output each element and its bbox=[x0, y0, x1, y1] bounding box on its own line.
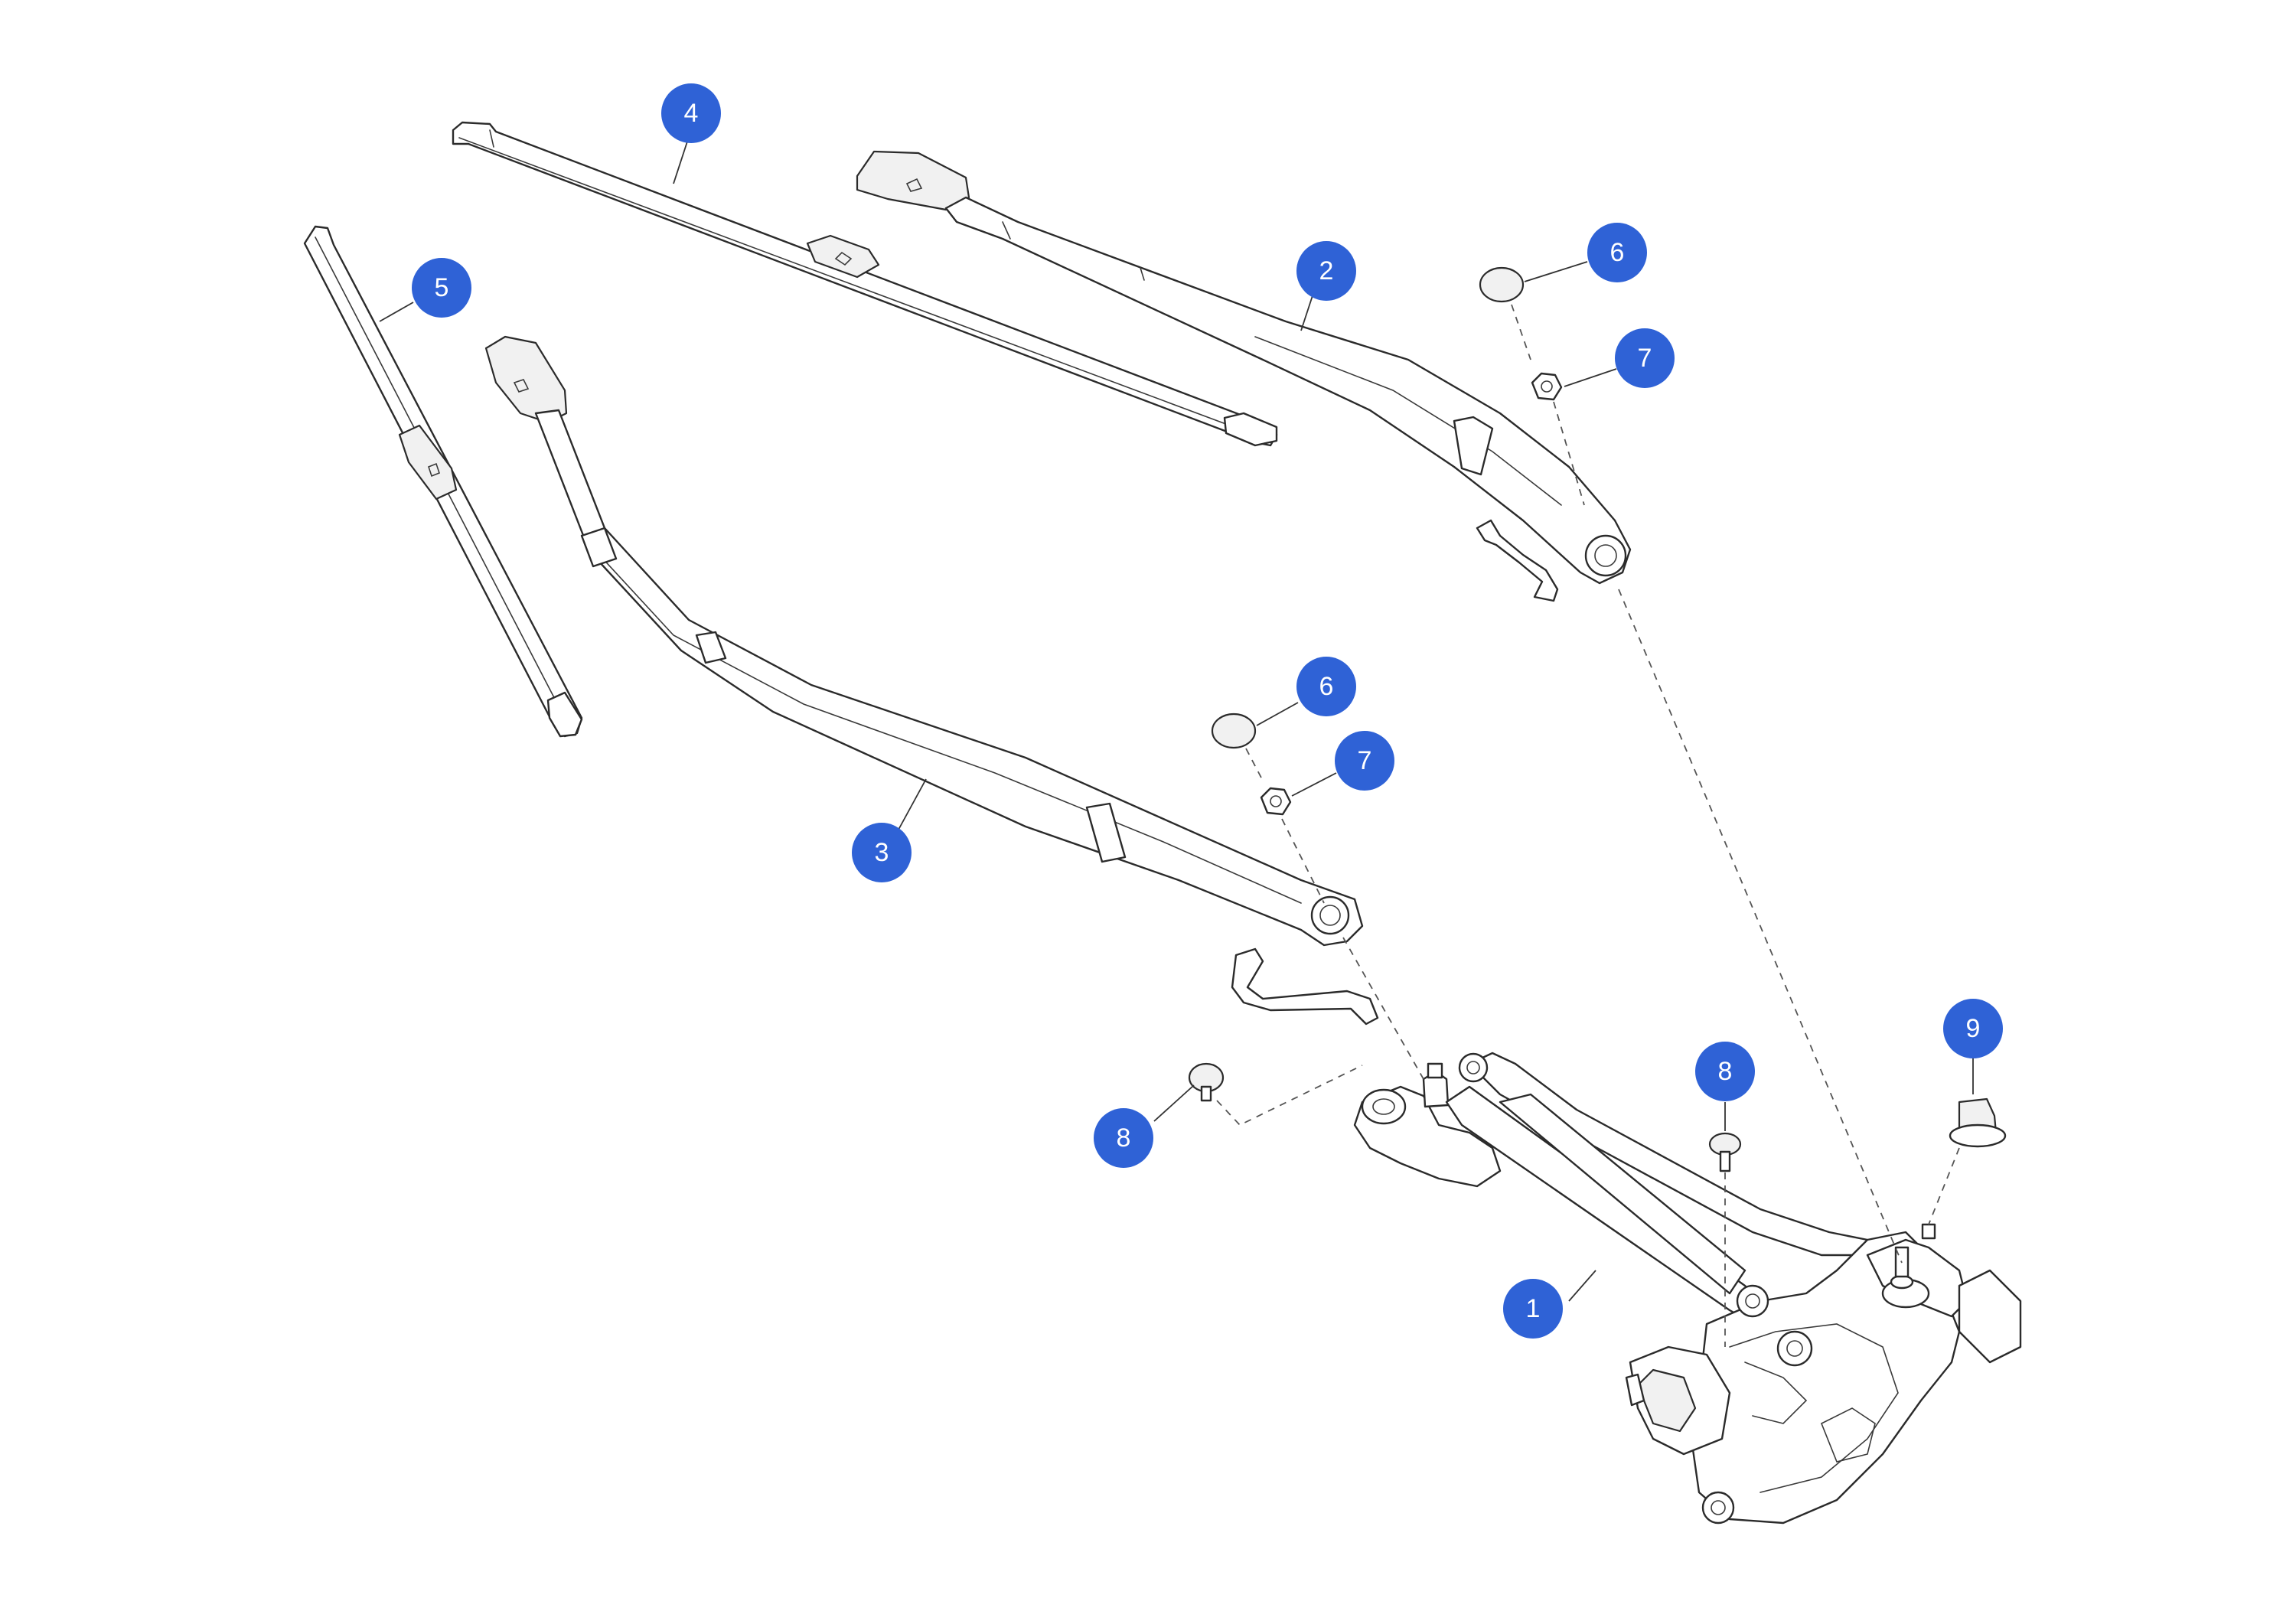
bolt-right bbox=[1708, 1132, 1742, 1172]
callout-circle-3 bbox=[852, 823, 912, 882]
wiper-blade-upper bbox=[452, 121, 1278, 447]
callout-number-5: 5 bbox=[435, 273, 449, 302]
leader-line-4 bbox=[673, 141, 688, 184]
callout-8a: 8 bbox=[1094, 1108, 1153, 1168]
callout-number-7a: 7 bbox=[1638, 344, 1652, 373]
callout-circle-2 bbox=[1296, 241, 1356, 301]
leader-line-6b bbox=[1256, 702, 1299, 726]
callout-circle-9 bbox=[1943, 999, 2003, 1058]
leader-line-3 bbox=[893, 778, 927, 839]
callout-number-8a: 8 bbox=[1117, 1123, 1131, 1153]
callout-circle-8a bbox=[1094, 1108, 1153, 1168]
callout-badges: 1 2 3 4 5 6 6 7 7 8 8 9 bbox=[412, 83, 2003, 1339]
callout-6b: 6 bbox=[1296, 657, 1356, 716]
wiper-linkage-motor bbox=[1353, 1052, 2022, 1525]
callout-number-3: 3 bbox=[875, 838, 889, 867]
callout-6a: 6 bbox=[1587, 223, 1647, 282]
wiper-arm-upper bbox=[856, 150, 1632, 602]
callout-2: 2 bbox=[1296, 241, 1356, 301]
callout-number-6b: 6 bbox=[1319, 672, 1334, 701]
callout-7a: 7 bbox=[1615, 328, 1675, 388]
callout-circle-4 bbox=[661, 83, 721, 143]
callout-7b: 7 bbox=[1335, 731, 1394, 791]
callout-number-6a: 6 bbox=[1610, 238, 1625, 267]
callout-number-2: 2 bbox=[1319, 256, 1334, 285]
leader-line-6a bbox=[1524, 261, 1588, 282]
leader-line-5 bbox=[379, 302, 414, 322]
callout-number-7b: 7 bbox=[1358, 746, 1372, 775]
nut-lower bbox=[1260, 787, 1292, 816]
callout-4: 4 bbox=[661, 83, 721, 143]
callout-number-4: 4 bbox=[684, 99, 699, 128]
callout-circle-5 bbox=[412, 258, 471, 318]
leader-line-8a bbox=[1153, 1084, 1195, 1122]
callout-circle-6a bbox=[1587, 223, 1647, 282]
nut-upper bbox=[1531, 372, 1563, 401]
callout-number-9: 9 bbox=[1966, 1014, 1981, 1043]
callout-circle-7a bbox=[1615, 328, 1675, 388]
bolt-left bbox=[1188, 1062, 1225, 1102]
grommet bbox=[1949, 1097, 2007, 1148]
cap-lower bbox=[1211, 713, 1257, 749]
callout-number-8b: 8 bbox=[1718, 1057, 1733, 1086]
leader-line-1 bbox=[1568, 1270, 1596, 1302]
assembly-line-grommet bbox=[1928, 1147, 1960, 1225]
callout-circle-7b bbox=[1335, 731, 1394, 791]
leader-line-7a bbox=[1564, 368, 1617, 387]
callout-number-1: 1 bbox=[1526, 1294, 1541, 1323]
leader-line-7b bbox=[1291, 772, 1337, 797]
callout-3: 3 bbox=[852, 823, 912, 882]
callout-1: 1 bbox=[1503, 1279, 1563, 1339]
assembly-line-left-bolt bbox=[1216, 1065, 1363, 1127]
callout-circle-1 bbox=[1503, 1279, 1563, 1339]
callout-5: 5 bbox=[412, 258, 471, 318]
callout-8b: 8 bbox=[1695, 1042, 1755, 1101]
cap-upper bbox=[1479, 266, 1525, 303]
wiper-arm-lower bbox=[484, 335, 1379, 1026]
assembly-line-lower-arm bbox=[1245, 748, 1424, 1080]
wiper-blade-left bbox=[303, 225, 583, 738]
callout-circle-8b bbox=[1695, 1042, 1755, 1101]
assembly-line-upper-arm bbox=[1511, 304, 1903, 1264]
callout-9: 9 bbox=[1943, 999, 2003, 1058]
callout-circle-6b bbox=[1296, 657, 1356, 716]
